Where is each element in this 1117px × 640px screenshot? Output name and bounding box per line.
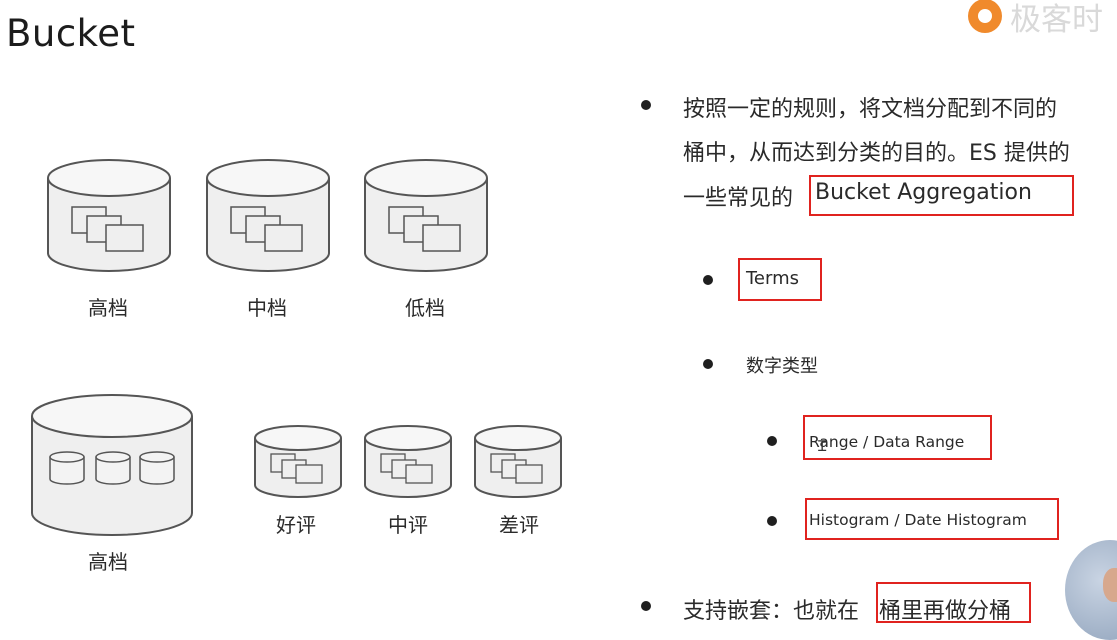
presenter-face [1103,568,1117,602]
intro-line-3: 一些常见的 [683,186,794,211]
bucket-label: 高档 [88,550,128,574]
bullet-icon [767,516,777,526]
bucket-icon [206,159,330,272]
nested-highlight: 桶里再做分桶 [879,599,1012,624]
bucket-label: 差评 [499,513,539,537]
bucket-label: 低档 [405,296,445,320]
bucket-icon [364,425,452,498]
bucket-icon [47,159,171,272]
bucket-label: 高档 [88,296,128,320]
range-item: Range / Data Range [809,433,965,451]
terms-item: Terms [746,268,800,289]
highlight-box [803,415,992,460]
bucket-icon [474,425,562,498]
highlight-box [805,498,1059,540]
presenter-avatar [1065,540,1117,640]
intro-highlight: Bucket Aggregation [815,180,1032,205]
bucket-icon [254,425,342,498]
brand-logo-text: 极客时 [1010,1,1103,38]
text-cursor-icon: Ɪ [818,437,827,455]
bullet-icon [641,100,651,110]
highlight-box [876,582,1031,623]
bucket-label: 中评 [388,513,428,537]
highlight-box [738,258,822,301]
slide-title: Bucket [6,12,136,55]
nested-text: 支持嵌套：也就在 [683,599,860,624]
bullet-icon [767,436,777,446]
bullet-icon [703,275,713,285]
bucket-label: 好评 [276,513,316,537]
intro-line-1: 按照一定的规则，将文档分配到不同的 [683,97,1058,122]
bucket-label: 中档 [247,296,287,320]
bullet-icon [641,601,651,611]
brand-logo-icon [968,0,1002,33]
large-bucket-icon [31,394,193,536]
highlight-box [809,175,1074,216]
numeric-types-item: 数字类型 [746,356,818,377]
bucket-icon [364,159,488,272]
intro-line-2: 桶中，从而达到分类的目的。ES 提供的 [683,141,1070,166]
histogram-item: Histogram / Date Histogram [809,511,1027,529]
bullet-icon [703,359,713,369]
brand-logo: 极客时 [968,0,1117,38]
